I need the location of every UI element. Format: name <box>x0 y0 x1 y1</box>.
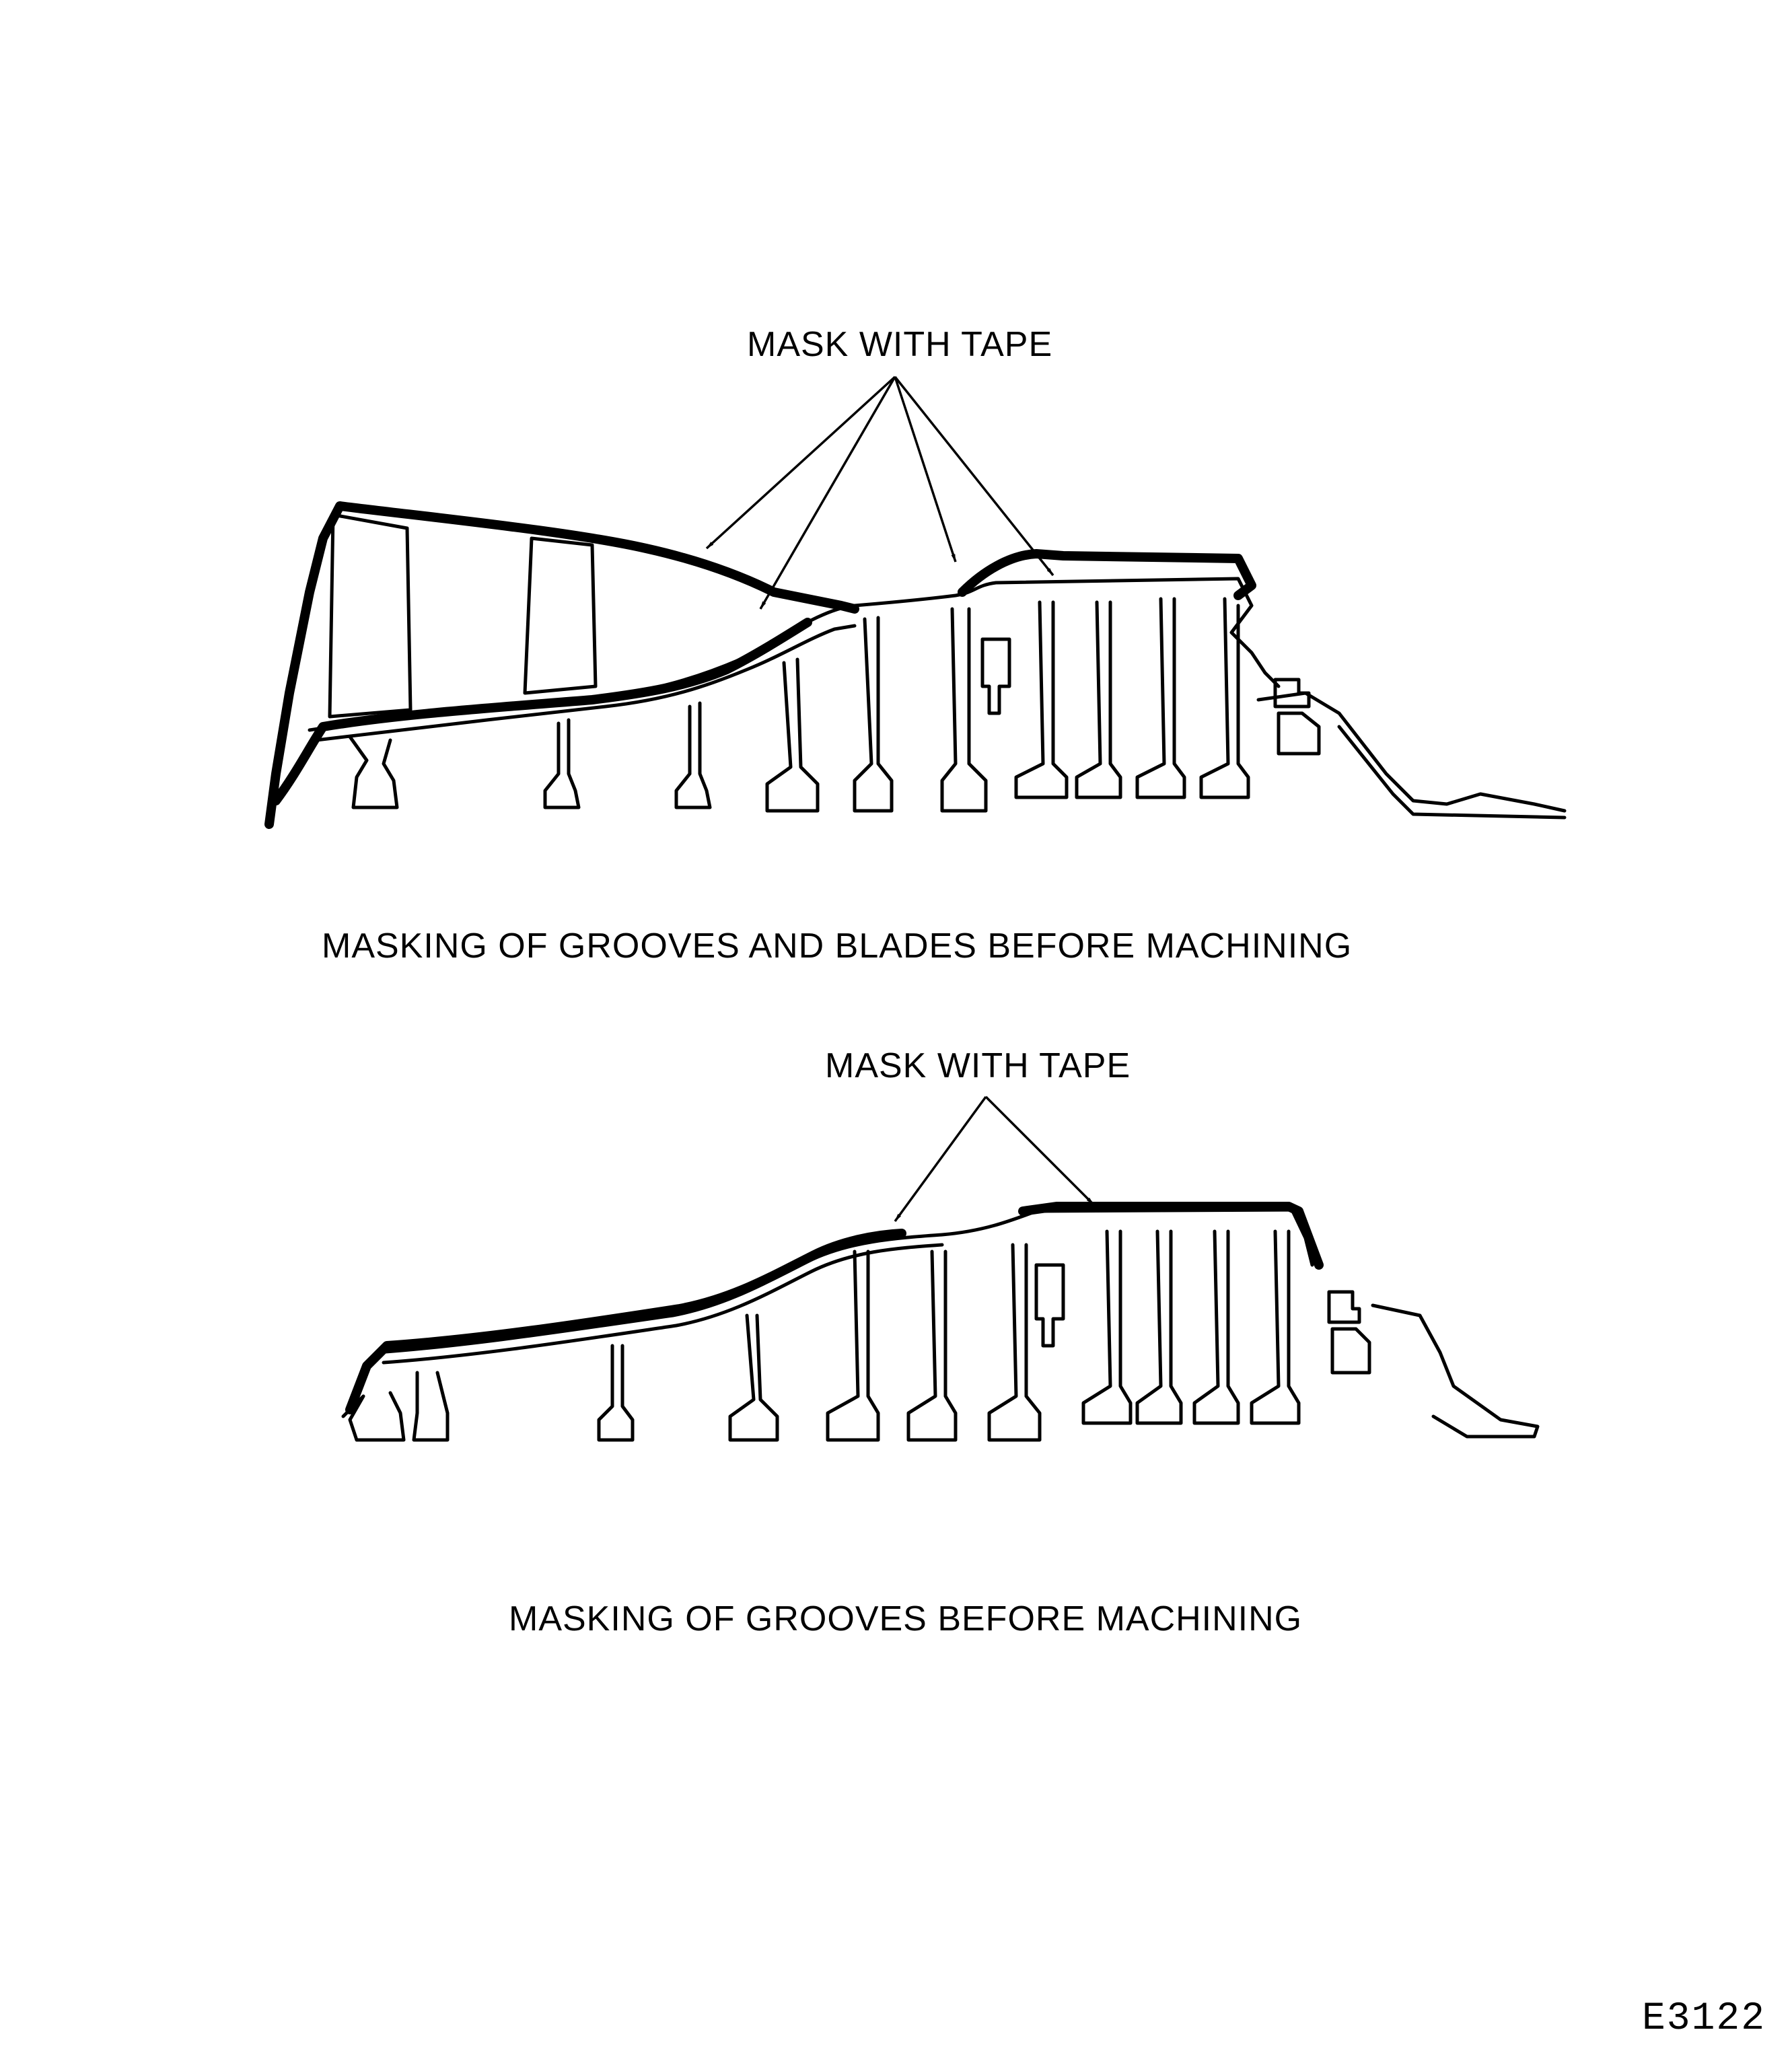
bottom-bolt-spacer <box>1034 1263 1065 1348</box>
top-arrow-4 <box>894 375 1054 577</box>
bottom-figure-caption: MASKING OF GROOVES BEFORE MACHINING <box>509 1599 1303 1638</box>
bottom-disk-10 <box>1192 1229 1240 1425</box>
bottom-tape-front <box>345 1229 906 1414</box>
top-disk-5 <box>853 616 894 813</box>
bottom-disk-11 <box>1250 1229 1301 1425</box>
top-blade-2 <box>523 536 598 695</box>
top-bolt-spacer <box>980 637 1011 715</box>
bottom-disk-6 <box>906 1250 958 1442</box>
top-arrow-3 <box>894 376 957 563</box>
bottom-disk-2 <box>412 1371 450 1442</box>
figure-number: E3122 <box>1642 1997 1766 2041</box>
top-disk-10 <box>1199 597 1250 799</box>
bottom-disk-8 <box>1081 1229 1133 1425</box>
top-arrow-2 <box>759 376 896 610</box>
top-disk-9 <box>1135 597 1186 799</box>
top-bolt-rear <box>1273 678 1321 756</box>
bottom-tape-rear <box>1018 1202 1324 1270</box>
bottom-disk-1 <box>341 1391 406 1442</box>
top-rotor-tail-line <box>1256 691 1567 813</box>
bottom-arrow-1 <box>894 1095 987 1223</box>
top-disk-1 <box>348 735 399 809</box>
bottom-disk-7 <box>987 1243 1042 1442</box>
bottom-rotor-tail-line <box>1371 1303 1540 1439</box>
top-disk-3 <box>674 701 712 809</box>
top-tape-rear <box>958 549 1256 600</box>
bottom-callout-label: MASK WITH TAPE <box>825 1046 1131 1085</box>
bottom-bolt-rear <box>1327 1290 1371 1375</box>
top-rotor-inner-profile <box>314 624 857 742</box>
top-disk-2 <box>543 718 581 809</box>
bottom-disk-9 <box>1135 1229 1183 1425</box>
top-rotor-drawing <box>264 375 1567 829</box>
bottom-arrow-2 <box>984 1095 1095 1206</box>
top-disk-4 <box>765 657 820 813</box>
bottom-rotor-drawing <box>341 1095 1540 1442</box>
bottom-disk-3 <box>597 1344 635 1442</box>
top-callout-label: MASK WITH TAPE <box>747 325 1053 364</box>
bottom-disk-4 <box>728 1313 779 1442</box>
bottom-rotor-inner-profile <box>382 1243 944 1365</box>
top-arrow-1 <box>705 375 896 550</box>
top-disk-7 <box>1014 600 1069 799</box>
bottom-disk-5 <box>826 1250 880 1442</box>
top-tape-inner <box>271 618 812 805</box>
top-blade-1 <box>328 513 413 719</box>
top-disk-8 <box>1075 600 1122 799</box>
top-disk-6 <box>940 607 988 813</box>
top-figure-caption: MASKING OF GROOVES AND BLADES BEFORE MAC… <box>322 927 1353 966</box>
top-tape-blades <box>264 501 859 829</box>
top-rotor-tail-line-inner <box>1337 725 1567 820</box>
